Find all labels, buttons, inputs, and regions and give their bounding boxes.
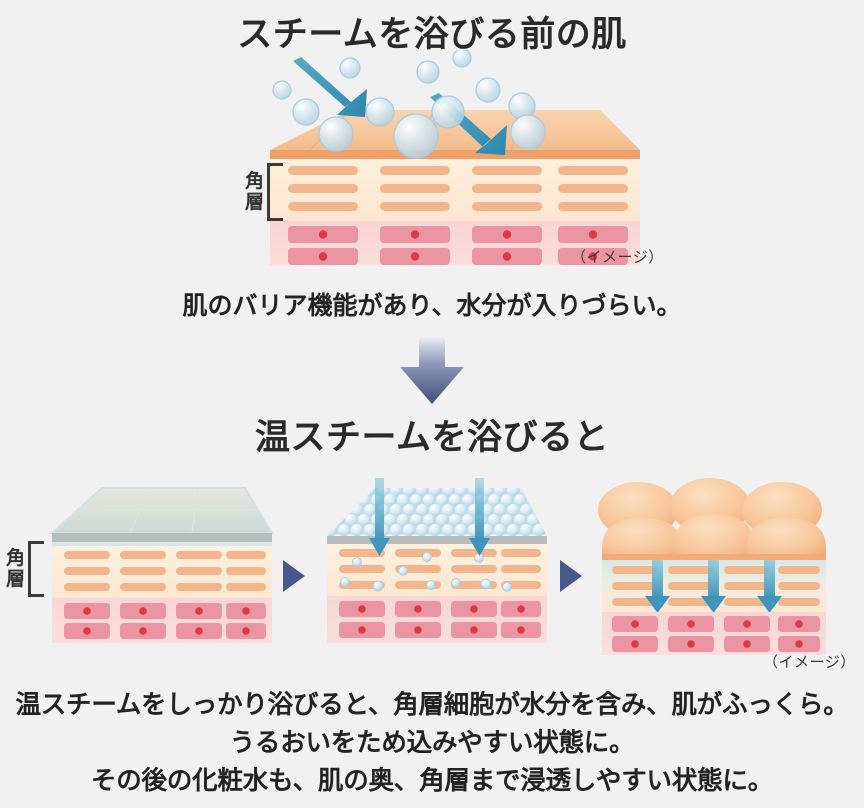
figure-step-3-plump [590,470,830,655]
steam-penetration-arrow-icon [369,478,490,556]
dermis-layer-step-1 [52,598,272,643]
right-triangle-icon [283,560,305,592]
down-arrow-icon [400,337,464,404]
caption-line-1: 温スチームをしっかり浴びると、角層細胞が水分を含み、肌がふっくら。 [15,691,849,719]
page-title-after: 温スチームを浴びると [255,418,609,457]
water-bubbles [272,50,546,159]
water-deflection-arrow-icon [293,57,367,117]
corneum-label-line-1: 角 [245,171,265,192]
plump-cells-front-row [602,514,826,563]
caption-after-steam: 温スチームをしっかり浴びると、角層細胞が水分を含み、肌がふっくら。 うるおいをた… [0,686,864,800]
image-disclaimer-bottom: （イメージ） [763,654,856,671]
dermis-layer-step-2 [327,596,547,643]
dermis-layer [270,221,640,265]
corneum-label-line-1: 角 [6,548,26,569]
figure-step-1-barrier [40,470,280,645]
corneum-label-line-2: 層 [245,192,265,213]
step-arrow-1 [281,558,307,594]
bracket-icon [267,163,284,221]
bracket-icon [28,541,45,597]
right-triangle-icon [560,560,582,592]
page-title-before: スチームを浴びる前の肌 [237,15,627,54]
transition-down-arrow [386,337,478,405]
corneum-layer-step-2 [327,544,547,596]
barrier-slab [49,487,274,546]
corneum-layer [270,159,640,221]
step-arrow-2 [558,558,584,594]
figure-step-2-steam [315,470,555,645]
corneum-layer-step-1 [52,546,272,598]
surface-line-step-2 [327,536,547,544]
deep-penetration-arrow-icon [645,560,782,613]
corneum-label-line-2: 層 [6,569,26,590]
figure-skin-before-steam [240,50,640,265]
caption-line-2: うるおいをため込みやすい状態に。 [229,729,635,757]
caption-before-steam: 肌のバリア機能があり、水分が入りづらい。 [182,292,682,320]
corneum-bracket-label-top: 角 層 [245,163,284,221]
corneum-bracket-label-bottom: 角 層 [6,541,45,597]
image-disclaimer-top: （イメージ） [571,249,664,266]
dermis-layer-step-3 [602,612,826,655]
caption-line-3: その後の化粧水も、肌の奥、角層まで浸透しやすい状態に。 [90,767,774,795]
